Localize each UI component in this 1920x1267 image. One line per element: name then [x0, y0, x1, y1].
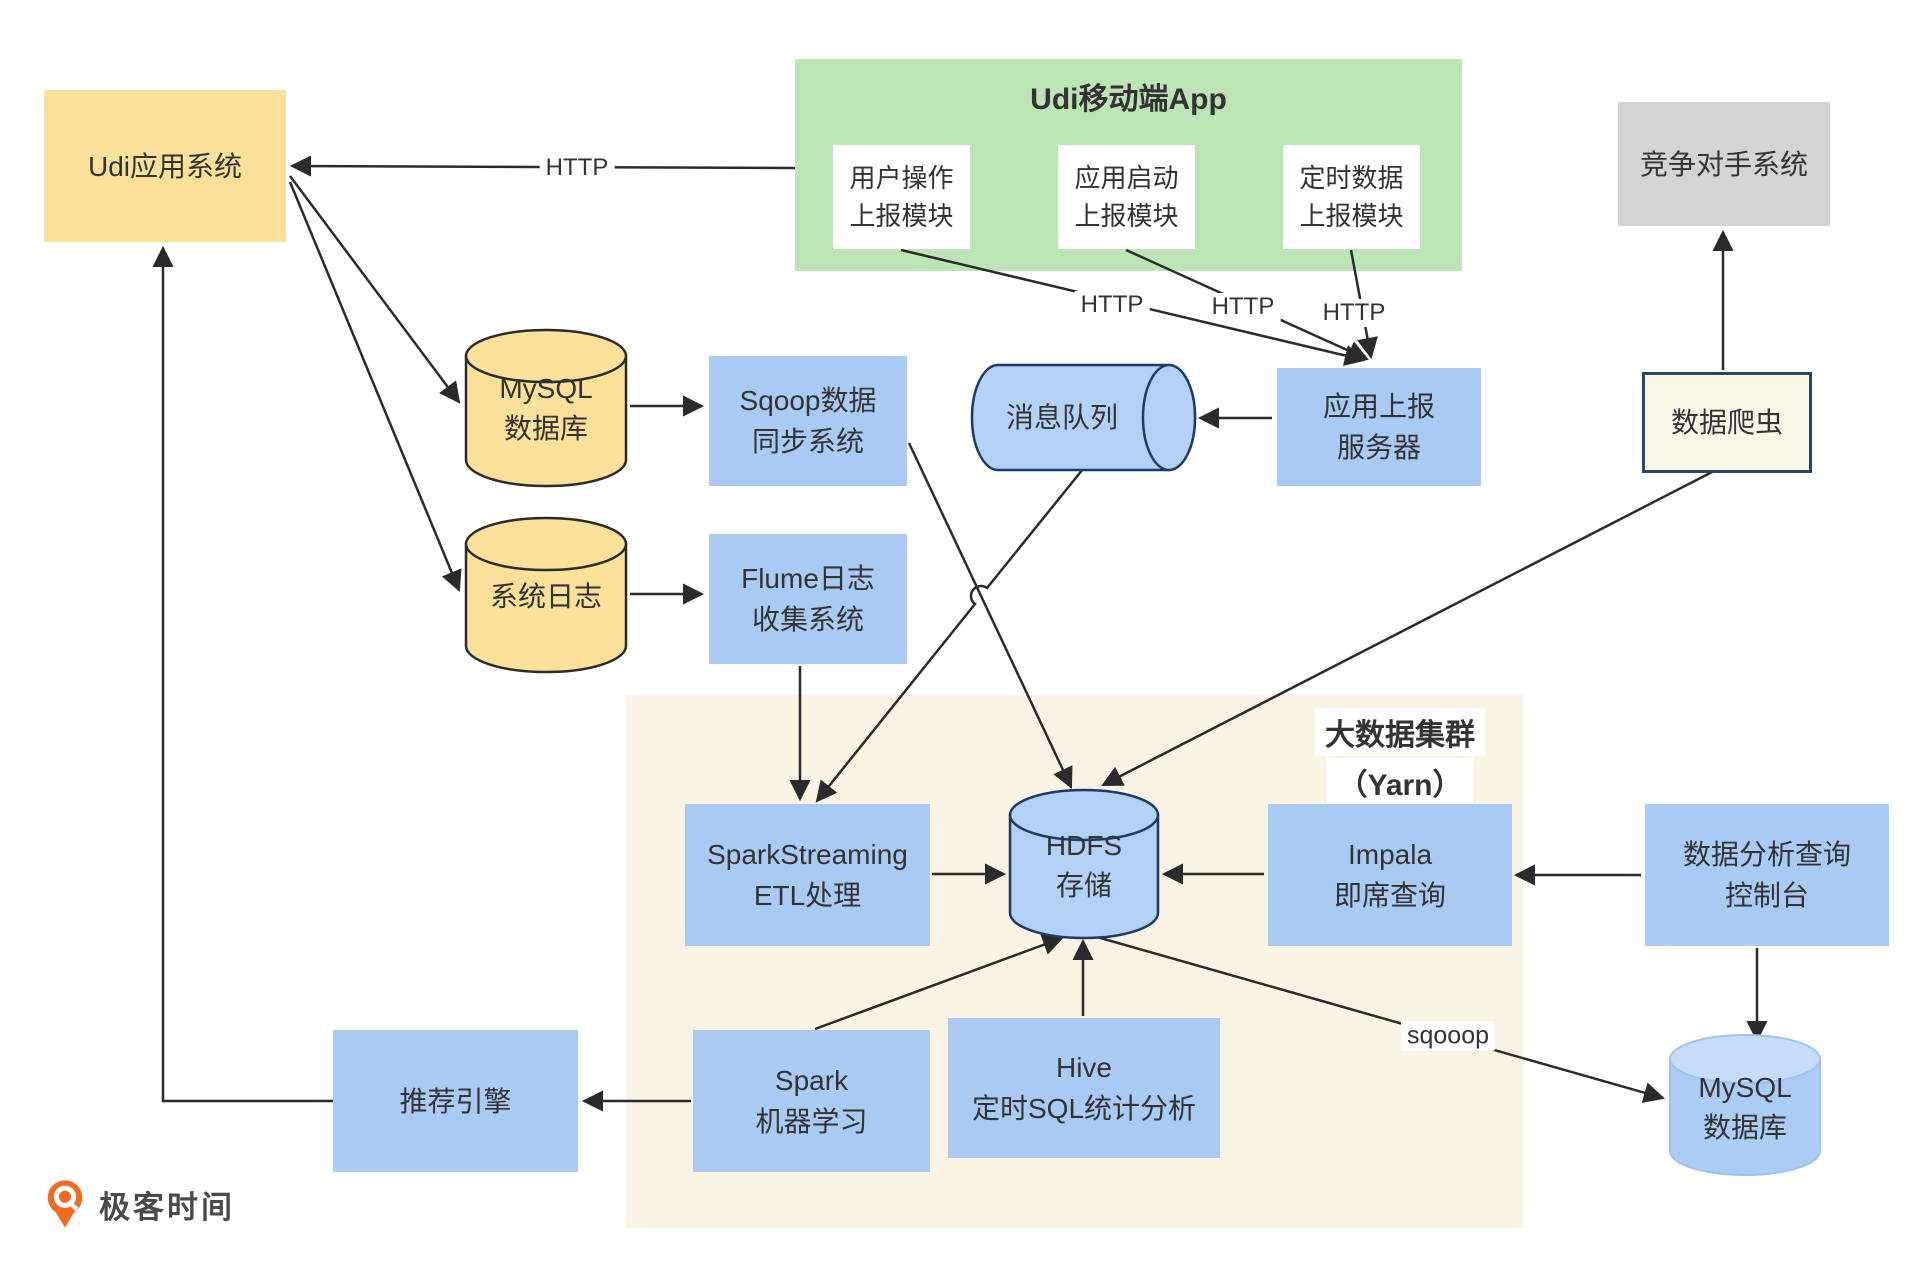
node-udi-app-system-label: Udi应用系统 — [87, 150, 242, 182]
node-module-app-launch: 应用启动 上报模块 — [1058, 145, 1195, 249]
mysql-source-cylinder-text: MySQL 数据库 — [499, 369, 592, 449]
node-report-server: 应用上报 服务器 — [1277, 368, 1481, 486]
node-query-console: 数据分析查询 控制台 — [1645, 804, 1889, 946]
node-impala-line2: 即席查询 — [1333, 880, 1446, 911]
node-query-console-line1: 数据分析查询 — [1682, 839, 1851, 870]
node-sqoop-sync-line1: Sqoop数据 — [739, 385, 877, 416]
syslog-cylinder-text: 系统日志 — [490, 577, 602, 617]
node-spark-ml-line1: Spark — [774, 1065, 849, 1096]
hdfs-cylinder — [1008, 788, 1160, 940]
node-spark-streaming: SparkStreaming ETL处理 — [685, 804, 930, 946]
node-module-timed-data: 定时数据 上报模块 — [1283, 145, 1420, 249]
bigdata-cluster-title: 大数据集群 （Yarn） — [1290, 706, 1510, 808]
node-report-server-line2: 服务器 — [1336, 432, 1421, 463]
node-udi-app-system: Udi应用系统 — [44, 90, 286, 242]
edge-label-http-launch: HTTP — [1205, 293, 1281, 321]
bigdata-cluster-title-line2: （Yarn） — [1327, 758, 1473, 806]
message-queue-label: 消息队列 — [1005, 402, 1119, 433]
node-data-crawler: 数据爬虫 — [1642, 372, 1812, 473]
node-flume-collect-line2: 收集系统 — [751, 604, 864, 635]
mysql-source-line1: MySQL — [499, 373, 593, 404]
edge-queue-to-sparkstreaming — [815, 468, 1084, 803]
node-impala: Impala 即席查询 — [1268, 804, 1512, 946]
node-recommend-engine-label: 推荐引擎 — [399, 1085, 512, 1117]
module-timed-data-line1: 定时数据 — [1299, 163, 1404, 193]
node-competitor-system: 竞争对手系统 — [1618, 102, 1830, 226]
node-hive-line1: Hive — [1055, 1052, 1112, 1083]
module-user-action-line2: 上报模块 — [849, 201, 954, 231]
mysql-source-cylinder — [464, 328, 628, 488]
syslog-cylinder — [464, 516, 628, 674]
node-spark-streaming-line2: ETL处理 — [753, 880, 862, 911]
message-queue-cylinder — [970, 363, 1197, 472]
node-spark-streaming-line1: SparkStreaming — [707, 839, 908, 870]
edge-hdfs-to-mysql-result-sqoop — [1096, 935, 1666, 1103]
node-spark-ml-line2: 机器学习 — [755, 1106, 868, 1137]
hdfs-cylinder-text: HDFS 存储 — [1046, 826, 1122, 906]
message-queue-text: 消息队列 — [1006, 398, 1118, 438]
node-spark-ml: Spark 机器学习 — [693, 1030, 930, 1172]
mysql-source-line2: 数据库 — [503, 413, 589, 444]
mysql-result-line1: MySQL — [1698, 1072, 1792, 1103]
node-sqoop-sync: Sqoop数据 同步系统 — [709, 356, 907, 486]
edge-sparkml-to-hdfs — [814, 934, 1064, 1031]
hdfs-line1: HDFS — [1045, 830, 1123, 861]
edge-recommend-to-udiapp — [152, 245, 333, 1103]
node-module-user-action: 用户操作 上报模块 — [833, 145, 970, 249]
node-impala-line1: Impala — [1347, 839, 1433, 870]
edge-label-http-main: HTTP — [539, 154, 615, 182]
edge-crawler-to-hdfs — [1101, 468, 1717, 787]
hdfs-line2: 存储 — [1055, 870, 1113, 901]
edge-label-http-timed: HTTP — [1316, 299, 1392, 327]
node-flume-collect-line1: Flume日志 — [741, 563, 875, 594]
syslog-label: 系统日志 — [489, 581, 603, 612]
geektime-logo: 极客时间 — [45, 1178, 235, 1230]
edge-udiapp-to-syslog — [288, 181, 462, 592]
edge-udiapp-to-mysql-source — [288, 175, 461, 404]
node-data-crawler-label: 数据爬虫 — [1670, 407, 1783, 438]
mysql-result-cylinder — [1669, 1034, 1821, 1176]
mysql-result-line2: 数据库 — [1702, 1112, 1788, 1143]
module-app-launch-line2: 上报模块 — [1074, 201, 1179, 231]
edge-sqoop-to-hdfs — [907, 442, 1073, 789]
node-hive: Hive 定时SQL统计分析 — [948, 1018, 1220, 1158]
node-query-console-line2: 控制台 — [1724, 880, 1809, 911]
mysql-result-cylinder-text: MySQL 数据库 — [1698, 1068, 1791, 1148]
module-user-action-line1: 用户操作 — [849, 163, 954, 193]
node-report-server-line1: 应用上报 — [1322, 391, 1435, 422]
geektime-logo-icon — [47, 1180, 83, 1228]
edge-label-sqooop: sqooop — [1400, 1021, 1496, 1051]
node-recommend-engine: 推荐引擎 — [333, 1030, 578, 1172]
module-timed-data-line2: 上报模块 — [1299, 201, 1404, 231]
node-hive-line2: 定时SQL统计分析 — [971, 1093, 1197, 1124]
mobile-app-title-text: Udi移动端App — [1030, 83, 1227, 116]
bigdata-cluster-title-line1: 大数据集群 — [1315, 708, 1485, 756]
node-competitor-system-label: 竞争对手系统 — [1639, 148, 1808, 180]
node-sqoop-sync-line2: 同步系统 — [751, 426, 864, 457]
mobile-app-title: Udi移动端App — [795, 74, 1462, 118]
module-app-launch-line1: 应用启动 — [1074, 163, 1179, 193]
geektime-logo-text: 极客时间 — [99, 1189, 235, 1225]
edge-label-http-user: HTTP — [1074, 291, 1150, 319]
node-flume-collect: Flume日志 收集系统 — [709, 534, 907, 664]
